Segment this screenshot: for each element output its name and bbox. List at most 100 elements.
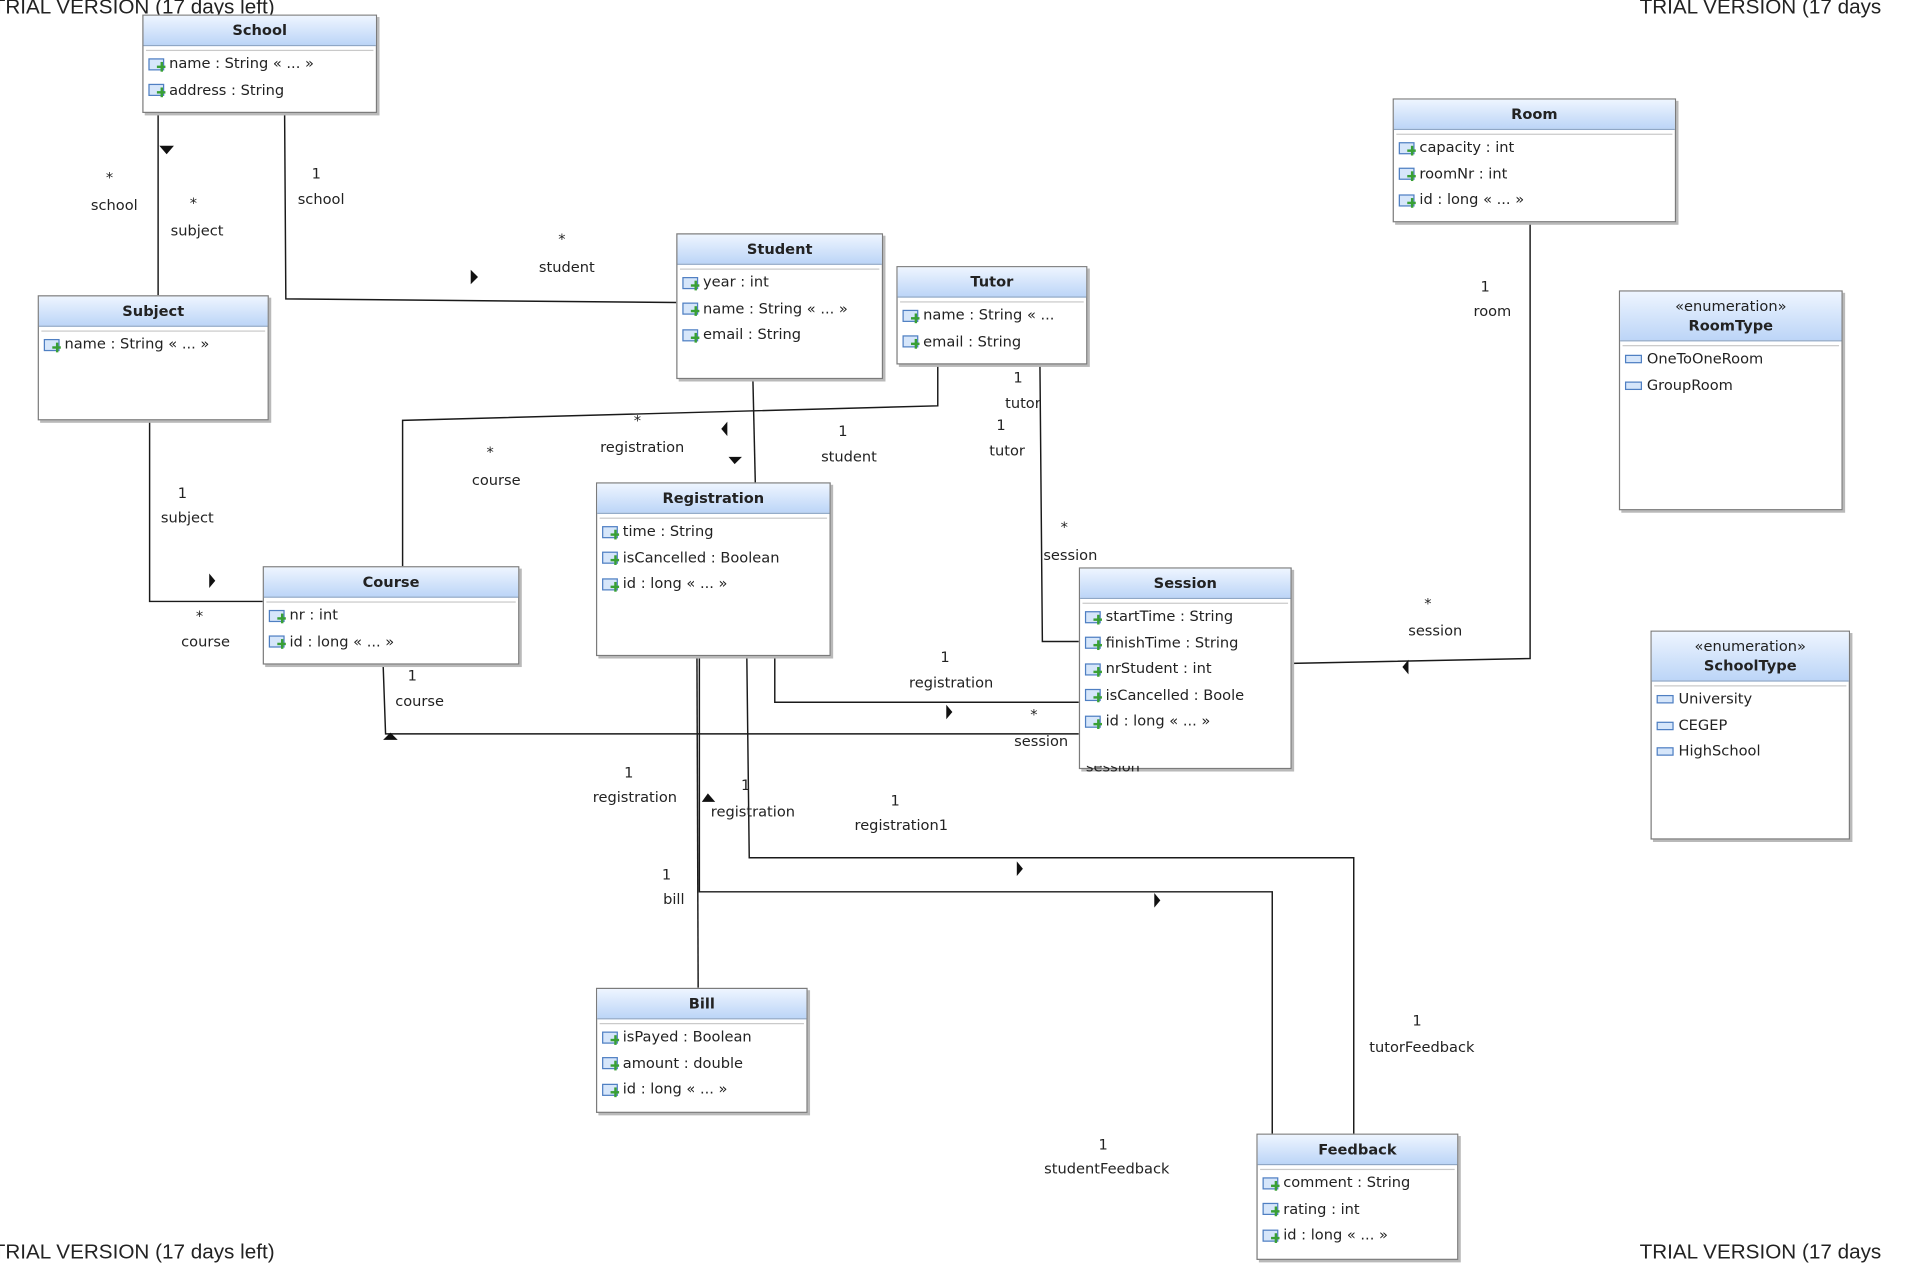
- enum-literal-row[interactable]: University: [1652, 686, 1849, 712]
- watermark-top-right: TRIAL VERSION (17 days: [1639, 0, 1882, 19]
- role-label: session: [1085, 758, 1140, 776]
- enum-literal: University: [1678, 690, 1753, 708]
- role-label: student: [821, 448, 877, 466]
- enum-stereotype: «enumeration»: [1675, 297, 1787, 315]
- attribute-row[interactable]: startTime : String: [1080, 604, 1290, 630]
- attribute-text: amount : double: [622, 1054, 744, 1072]
- attribute-row[interactable]: email : String: [677, 322, 881, 348]
- enum-literal: OneToOneRoom: [1646, 349, 1764, 367]
- multiplicity-label: 1: [940, 648, 950, 666]
- multiplicity-label: 1: [1480, 278, 1490, 296]
- class-divider: [1260, 1165, 1455, 1171]
- attribute-row[interactable]: address : String: [144, 77, 376, 103]
- attribute-row[interactable]: isCancelled : Boolean: [597, 545, 829, 571]
- attribute-icon: [1398, 193, 1416, 208]
- attribute-row[interactable]: name : String « ...: [898, 303, 1087, 329]
- attribute-row[interactable]: year : int: [677, 270, 881, 296]
- attribute-row[interactable]: id : long « ... »: [1394, 187, 1675, 213]
- watermark-bottom-left: TRIAL VERSION (17 days left): [0, 1240, 275, 1264]
- class-divider: [599, 1019, 804, 1025]
- class-title: Room: [1393, 99, 1675, 131]
- attribute-row[interactable]: finishTime : String: [1080, 630, 1290, 656]
- attribute-text: comment : String: [1283, 1173, 1411, 1191]
- nav-arrow-registration-session: [946, 704, 953, 720]
- enum-title: SchoolType: [1703, 657, 1797, 675]
- class-bill[interactable]: Bill isPayed : Boolean amount : double i…: [595, 987, 808, 1113]
- watermark-top-left: TRIAL VERSION (17 days left): [0, 0, 275, 19]
- attribute-text: isCancelled : Boole: [1105, 685, 1245, 703]
- role-label: session: [1014, 732, 1069, 750]
- attribute-icon: [682, 302, 700, 317]
- attribute-row[interactable]: nr : int: [264, 603, 518, 629]
- literal-icon: [1624, 381, 1643, 390]
- attribute-row[interactable]: name : String « ... »: [677, 296, 881, 322]
- attribute-row[interactable]: amount : double: [597, 1050, 806, 1076]
- attribute-row[interactable]: capacity : int: [1394, 135, 1675, 161]
- attribute-icon: [602, 551, 620, 566]
- role-label: registration: [710, 803, 795, 821]
- attribute-row[interactable]: comment : String: [1258, 1170, 1457, 1196]
- nav-arrow-course-session: [383, 732, 398, 740]
- attribute-row[interactable]: time : String: [597, 519, 829, 545]
- attribute-text: time : String: [622, 522, 714, 540]
- class-room[interactable]: Room capacity : int roomNr : int id : lo…: [1392, 98, 1677, 223]
- class-session[interactable]: Session startTime : String finishTime : …: [1078, 567, 1292, 770]
- attribute-row[interactable]: id : long « ... »: [1258, 1222, 1457, 1248]
- attribute-text: finishTime : String: [1105, 633, 1239, 651]
- enum-room-type[interactable]: «enumeration»RoomType OneToOneRoom Group…: [1618, 290, 1843, 511]
- multiplicity-label: 1: [177, 484, 188, 502]
- attribute-row[interactable]: isCancelled : Boole: [1080, 682, 1290, 708]
- class-subject[interactable]: Subject name : String « ... »: [37, 295, 269, 421]
- attribute-row[interactable]: nrStudent : int: [1080, 656, 1290, 682]
- enum-literal: GroupRoom: [1646, 376, 1733, 394]
- multiplicity-label: *: [1424, 595, 1432, 613]
- attribute-icon: [682, 328, 700, 343]
- attribute-icon: [1084, 636, 1102, 651]
- attribute-text: email : String: [703, 325, 802, 343]
- class-feedback[interactable]: Feedback comment : String rating : int i…: [1256, 1133, 1459, 1260]
- attribute-text: year : int: [703, 273, 769, 291]
- class-divider: [266, 598, 516, 603]
- class-divider: [599, 514, 828, 519]
- enum-school-type[interactable]: «enumeration»SchoolType University CEGEP…: [1650, 630, 1850, 840]
- assoc-registration-session: [774, 656, 1079, 703]
- attribute-row[interactable]: email : String: [898, 329, 1087, 355]
- attribute-row[interactable]: id : long « ... »: [264, 629, 518, 655]
- enum-literal-row[interactable]: GroupRoom: [1620, 372, 1841, 398]
- attribute-row[interactable]: name : String « ... »: [39, 332, 268, 358]
- attribute-row[interactable]: id : long « ... »: [597, 1076, 806, 1102]
- class-title: Course: [263, 567, 519, 598]
- attribute-row[interactable]: roomNr : int: [1394, 161, 1675, 187]
- enum-literal-row[interactable]: CEGEP: [1652, 713, 1849, 739]
- attribute-text: id : long « ... »: [622, 574, 728, 592]
- class-registration[interactable]: Registration time : String isCancelled :…: [595, 482, 831, 657]
- literal-icon: [1656, 721, 1674, 730]
- watermark-bottom-right: TRIAL VERSION (17 days: [1639, 1240, 1882, 1264]
- role-label: tutorFeedback: [1369, 1038, 1475, 1056]
- class-tutor[interactable]: Tutor name : String « ... email : String: [896, 266, 1088, 365]
- enum-header: «enumeration»SchoolType: [1651, 631, 1849, 682]
- enum-literal-row[interactable]: HighSchool: [1652, 739, 1849, 765]
- attribute-text: id : long « ... »: [622, 1080, 728, 1098]
- enum-literal-row[interactable]: OneToOneRoom: [1620, 346, 1841, 372]
- enum-header: «enumeration»RoomType: [1620, 291, 1842, 342]
- multiplicity-label: *: [633, 411, 641, 429]
- attribute-icon: [1084, 610, 1102, 625]
- class-course[interactable]: Course nr : int id : long « ... »: [262, 566, 520, 665]
- role-label: bill: [663, 890, 685, 908]
- class-school[interactable]: School name : String « ... » address : S…: [142, 14, 378, 113]
- nav-arrow-school-student: [470, 269, 479, 285]
- attribute-row[interactable]: name : String « ... »: [144, 51, 376, 77]
- assoc-subject-course: [148, 420, 263, 603]
- role-label: student: [538, 258, 595, 276]
- attribute-row[interactable]: rating : int: [1258, 1196, 1457, 1222]
- attribute-row[interactable]: id : long « ... »: [1080, 708, 1290, 734]
- attribute-row[interactable]: isPayed : Boolean: [597, 1024, 806, 1050]
- role-label: room: [1473, 302, 1512, 320]
- role-label: course: [181, 633, 230, 651]
- attribute-row[interactable]: id : long « ... »: [597, 571, 829, 597]
- multiplicity-label: 1: [311, 165, 321, 183]
- attribute-icon: [1084, 714, 1102, 729]
- class-student[interactable]: Student year : int name : String « ... »…: [676, 233, 884, 380]
- attribute-icon: [602, 525, 620, 540]
